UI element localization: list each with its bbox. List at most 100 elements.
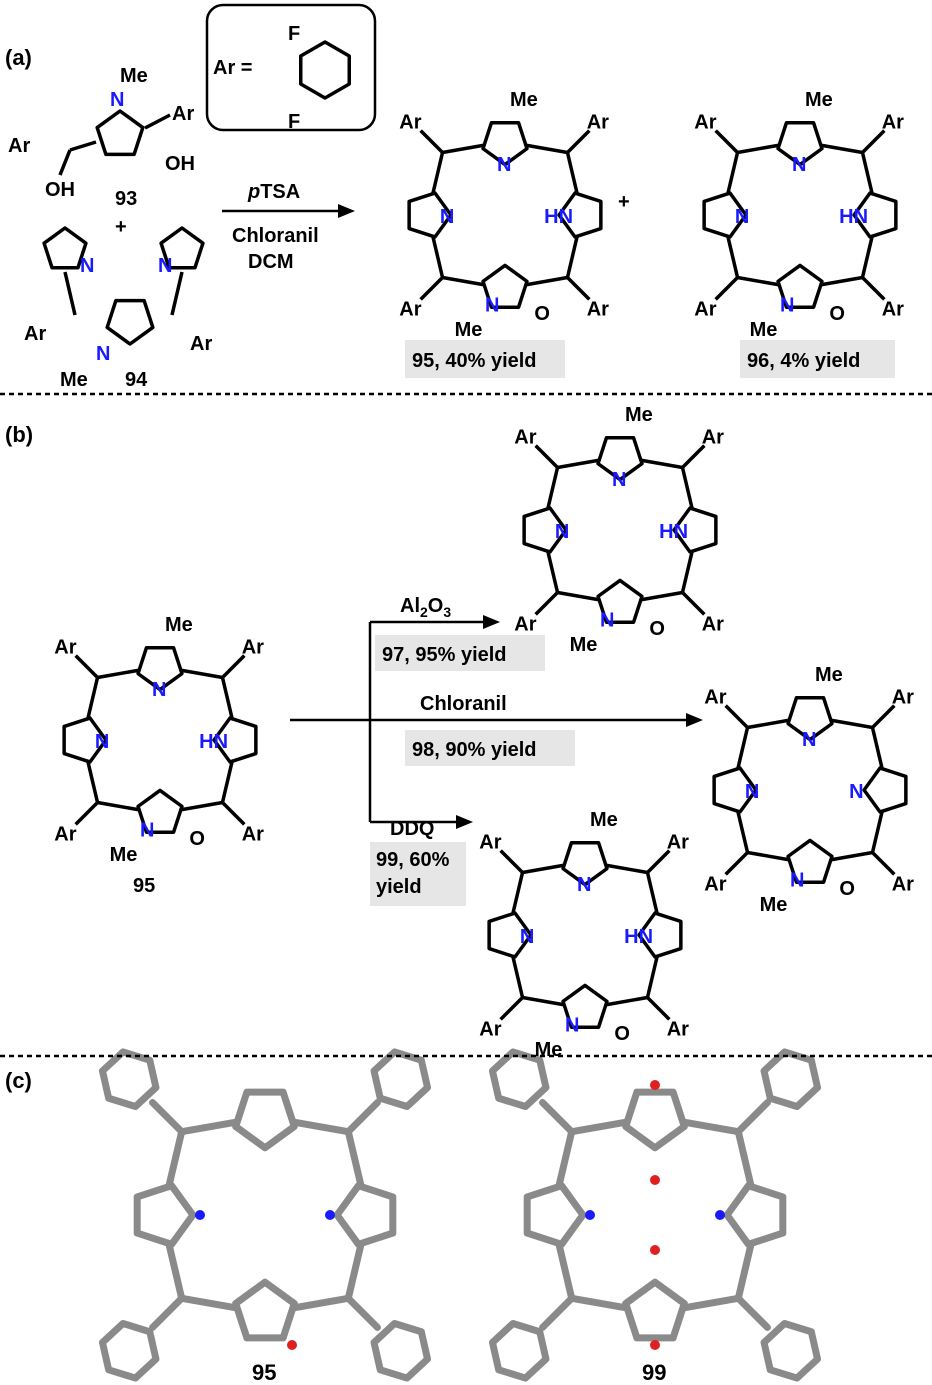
pyrrole-94c [105, 298, 155, 346]
pyrrole-ring [622, 1278, 688, 1342]
n-methyl-bottom: Me [750, 319, 778, 341]
pyrrole-ring [232, 1278, 298, 1342]
meso-bond [165, 1240, 186, 1302]
aryl-bond [499, 996, 524, 1021]
meso-bond [165, 1128, 186, 1190]
meso-bond [747, 718, 789, 730]
meso-bond [526, 275, 568, 287]
meso-bond [178, 1294, 240, 1312]
yield-box-96 [740, 340, 895, 378]
aryl-label: Ar [399, 111, 421, 133]
pyrrole-n-right: HN [624, 926, 653, 948]
pyrrole-n-left: N [735, 206, 749, 228]
xray-nitrogen [715, 1210, 725, 1220]
aryl-bond [714, 276, 739, 301]
xray-oxygen [650, 1245, 660, 1255]
aryl-bond [714, 129, 739, 154]
n-methyl-bottom: Me [455, 319, 483, 341]
meso-bond [565, 236, 579, 278]
c94-n2: N [158, 255, 172, 277]
aryl-bond [539, 1294, 576, 1331]
yield-98: 98, 90% yield [412, 739, 537, 761]
meso-bond [747, 850, 789, 862]
c93-me: Me [120, 65, 148, 87]
bond-93 [144, 113, 171, 130]
reagent-al2o3: Al2O3 [400, 595, 451, 620]
aryl-ring [370, 1048, 432, 1111]
meso-bond [511, 872, 525, 914]
pyrrole-ring [723, 1182, 787, 1248]
yield-99-line1: 99, 60% [376, 849, 450, 871]
aryl-bond [861, 276, 886, 301]
meso-bond [220, 677, 234, 719]
c94-me: Me [60, 369, 88, 391]
meso-bond [565, 152, 579, 194]
aryl-bond [871, 704, 896, 729]
panel-a-label: (a) [5, 45, 32, 70]
aryl-bond [566, 276, 591, 301]
meso-bond [736, 811, 750, 853]
pyrrole-ring [487, 911, 533, 959]
yield-97: 97, 95% yield [382, 644, 507, 666]
c94-n1: N [80, 255, 94, 277]
c93-ar1: Ar [8, 135, 30, 157]
pyrrole-94b [159, 226, 205, 270]
aryl-label: Ar [587, 111, 609, 133]
n-methyl-bottom: Me [535, 1039, 563, 1061]
fluorine-top: F [288, 23, 300, 45]
aryl-label: Ar [704, 874, 726, 896]
pyrrole-ring [712, 766, 758, 814]
aryl-bond [566, 129, 591, 154]
c93-oh2: OH [165, 153, 195, 175]
pyrrole-n-left: N [520, 926, 534, 948]
pyrrole-ring [561, 983, 609, 1029]
aryl-label: Ar [667, 831, 689, 853]
meso-bond [734, 1240, 755, 1302]
pyrrole-ring [522, 506, 568, 554]
pyrrole-ring [862, 766, 908, 814]
meso-bond [546, 551, 560, 593]
n-top: N [497, 154, 511, 176]
n-top: N [577, 874, 591, 896]
meso-bond [831, 718, 873, 730]
meso-bond [831, 850, 873, 862]
meso-bond [290, 1118, 352, 1136]
arrowhead-chloranil [686, 713, 703, 727]
pyrrole-ring [776, 263, 824, 309]
aryl-bond [419, 129, 444, 154]
xray-nitrogen [195, 1210, 205, 1220]
pyrrole-n-left: N [555, 521, 569, 543]
arrowhead-a [338, 204, 355, 218]
reagent-ddq: DDQ [390, 818, 434, 840]
pyrrole-ring [561, 841, 609, 887]
aryl-label: Ar [882, 299, 904, 321]
n-top: N [802, 729, 816, 751]
meso-bond [606, 995, 648, 1007]
meso-bond [870, 727, 884, 769]
aryl-bond [149, 1294, 186, 1331]
xray-99-label: 99 [642, 1360, 666, 1385]
start-95-label: 95 [133, 875, 155, 897]
pyrrole-94a [42, 226, 88, 270]
pyrrole-ring [481, 263, 529, 309]
aryl-label: Ar [667, 1019, 689, 1041]
aryl-label: Ar [587, 299, 609, 321]
pyrrole-ring [333, 1182, 397, 1248]
aryl-label: Ar [242, 824, 264, 846]
c94-number: 94 [125, 369, 148, 391]
pyrrole-n-right: N [849, 781, 863, 803]
meso-bond [86, 761, 100, 803]
pyrrole-ring [786, 696, 834, 742]
pyrrole-ring [212, 716, 258, 764]
c93-ar2: Ar [172, 103, 194, 125]
n-methyl-label: Me [590, 809, 618, 831]
meso-bond [606, 863, 648, 875]
meso-bond [555, 1128, 576, 1190]
aryl-ring [370, 1319, 432, 1382]
meso-bond [181, 668, 223, 680]
meso-bond [181, 800, 223, 812]
n-top: N [612, 469, 626, 491]
meso-bond [344, 1240, 365, 1302]
